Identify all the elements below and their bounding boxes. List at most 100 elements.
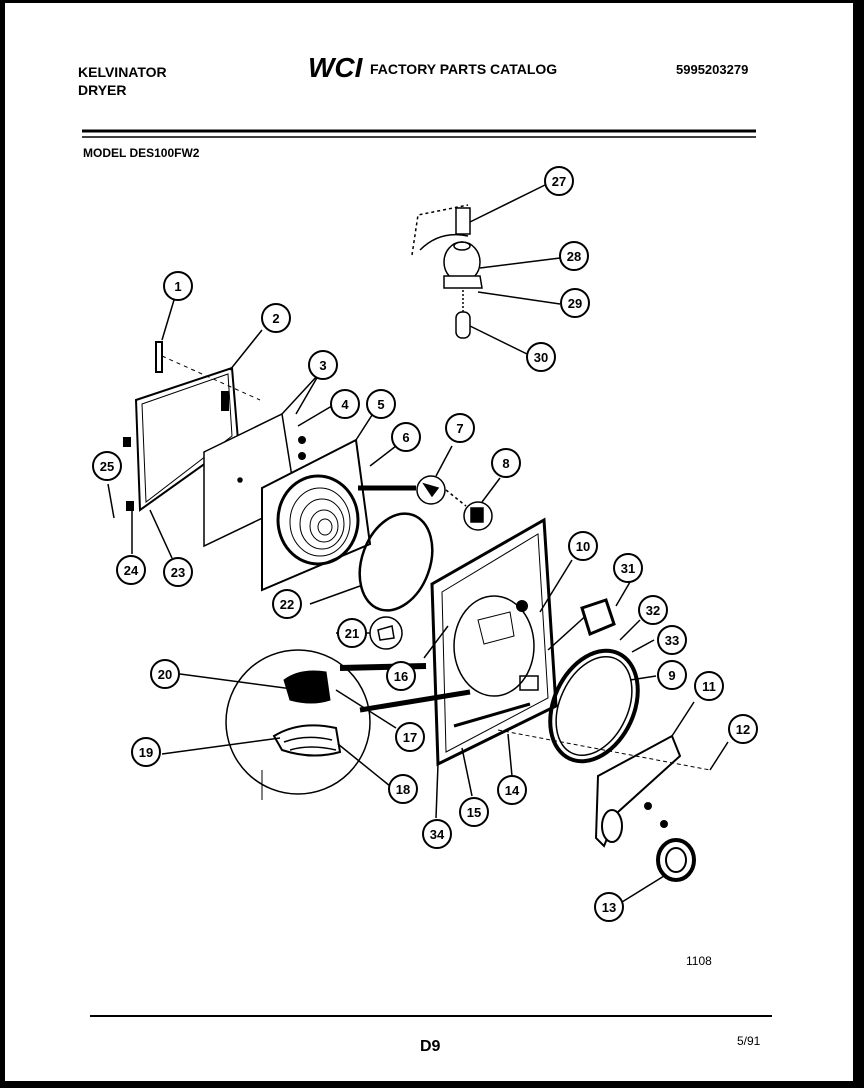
callout-20: 20: [150, 659, 180, 689]
callout-number: 4: [341, 397, 349, 412]
callout-circle: [560, 288, 590, 318]
callout-19: 19: [131, 737, 161, 767]
callout-number: 32: [646, 603, 660, 618]
callout-number: 3: [319, 358, 326, 373]
callout-21: 21: [337, 618, 367, 648]
callout-number: 8: [502, 456, 509, 471]
callout-circle: [657, 660, 687, 690]
callout-1: 1: [163, 271, 193, 301]
callout-circle: [526, 342, 556, 372]
page-number: D9: [420, 1038, 441, 1055]
callout-33: 33: [657, 625, 687, 655]
callout-23: 23: [163, 557, 193, 587]
callout-10: 10: [568, 531, 598, 561]
callout-4: 4: [330, 389, 360, 419]
callout-circle: [330, 389, 360, 419]
model-number: MODEL DES100FW2: [83, 146, 200, 160]
callout-circle: [163, 271, 193, 301]
callout-circle: [694, 671, 724, 701]
callout-number: 11: [702, 679, 716, 694]
front-panel: [423, 517, 591, 767]
callout-circle: [92, 451, 122, 481]
callout-7: 7: [445, 413, 475, 443]
callout-number: 12: [736, 722, 750, 737]
callout-circle: [386, 661, 416, 691]
callout-number: 20: [158, 667, 172, 682]
callout-circle: [594, 892, 624, 922]
callout-circle: [559, 241, 589, 271]
heater-housing: [261, 399, 416, 592]
part-number: 5995203279: [676, 62, 749, 77]
callout-25: 25: [92, 451, 122, 481]
callout-15: 15: [459, 797, 489, 827]
callout-number: 17: [403, 730, 417, 745]
leader-lines: [107, 375, 513, 819]
callout-13: 13: [594, 892, 624, 922]
callout-number: 33: [665, 633, 679, 648]
callout-number: 29: [568, 296, 582, 311]
door-seals: [548, 581, 657, 764]
callout-11: 11: [694, 671, 724, 701]
callout-number: 1: [174, 279, 181, 294]
wci-logo: WCI: [308, 52, 364, 82]
callout-8: 8: [491, 448, 521, 478]
logo-text: WCI: [308, 52, 364, 82]
callout-circle: [131, 737, 161, 767]
callout-12: 12: [728, 714, 758, 744]
callout-number: 31: [621, 561, 635, 576]
callout-14: 14: [497, 775, 527, 805]
light-socket-assembly: [411, 184, 561, 355]
brand-name: KELVINATOR: [78, 64, 167, 80]
callout-number: 18: [396, 782, 410, 797]
callout-28: 28: [559, 241, 589, 271]
callout-number: 28: [567, 249, 581, 264]
callout-circle: [568, 531, 598, 561]
callout-27: 27: [544, 166, 574, 196]
callout-circle: [459, 797, 489, 827]
callout-number: 2: [272, 311, 279, 326]
callout-6: 6: [391, 422, 421, 452]
drawing-reference: 1108: [686, 954, 712, 968]
callout-circle: [272, 589, 302, 619]
callout-number: 30: [534, 350, 548, 365]
callout-9: 9: [657, 660, 687, 690]
callout-circle: [638, 595, 668, 625]
callout-5: 5: [366, 389, 396, 419]
callout-number: 6: [402, 430, 409, 445]
callout-29: 29: [560, 288, 590, 318]
callout-circle: [657, 625, 687, 655]
callout-3: 3: [308, 350, 338, 380]
callout-circle: [261, 303, 291, 333]
callout-circle: [728, 714, 758, 744]
callout-circle: [366, 389, 396, 419]
callout-number: 21: [345, 626, 359, 641]
callout-2: 2: [261, 303, 291, 333]
callout-circle: [116, 555, 146, 585]
callout-34: 34: [422, 819, 452, 849]
door-hinge: [497, 701, 729, 903]
callout-18: 18: [388, 774, 418, 804]
callout-number: 14: [505, 783, 520, 798]
callout-31: 31: [613, 553, 643, 583]
callout-number: 22: [280, 597, 294, 612]
callout-circle: [337, 618, 367, 648]
callout-circle: [445, 413, 475, 443]
callout-24: 24: [116, 555, 146, 585]
callout-circle: [391, 422, 421, 452]
top-panel: [123, 299, 263, 512]
callout-number: 24: [124, 563, 139, 578]
callout-circle: [491, 448, 521, 478]
callout-circle: [497, 775, 527, 805]
callout-circle: [150, 659, 180, 689]
catalog-title: FACTORY PARTS CATALOG: [370, 61, 558, 77]
callout-number: 9: [668, 668, 675, 683]
callout-number: 16: [394, 669, 408, 684]
callout-number: 34: [430, 827, 445, 842]
callout-32: 32: [638, 595, 668, 625]
catalog-sheet: [5, 3, 853, 1081]
callout-number: 25: [100, 459, 114, 474]
callout-number: 27: [552, 174, 566, 189]
